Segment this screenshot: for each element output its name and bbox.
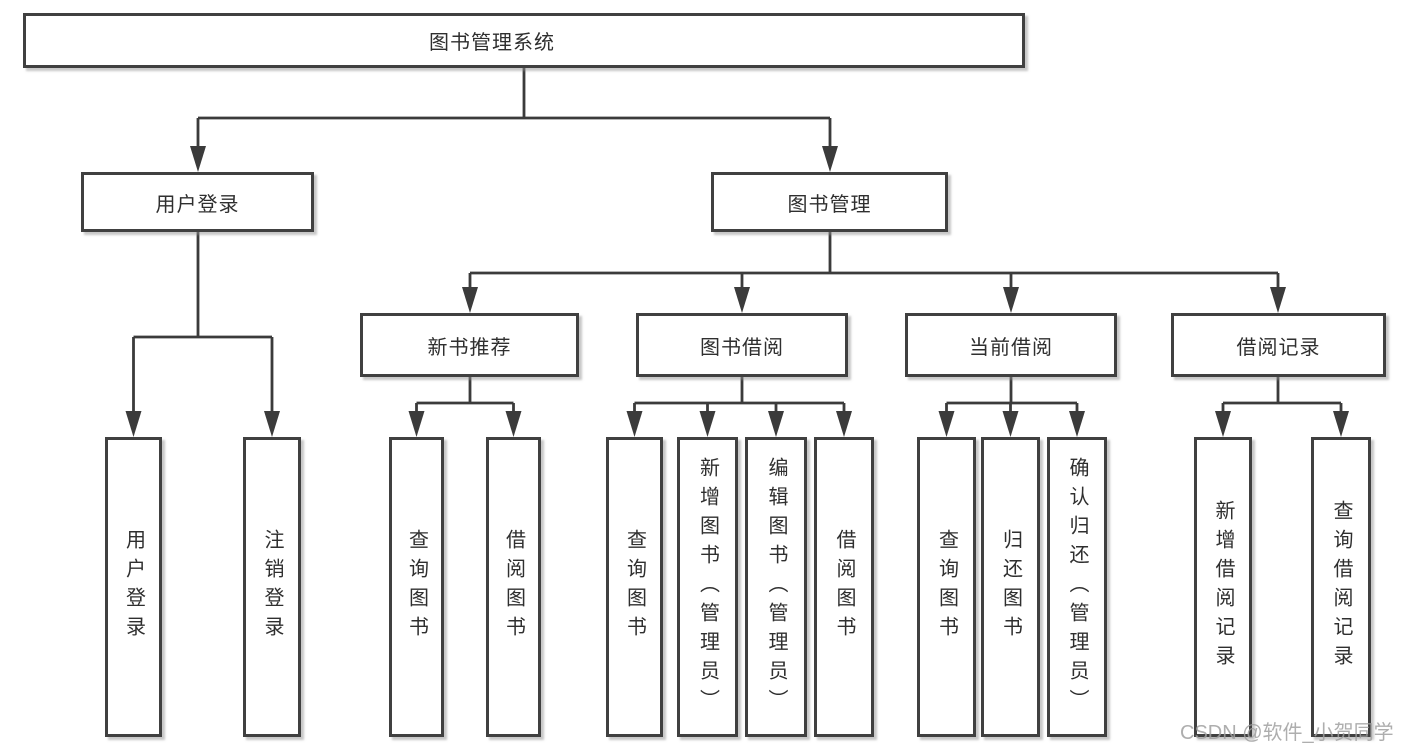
- leaf-query-borrow-record: 查询借阅记录: [1311, 437, 1371, 737]
- leaf-label: 新增图书（管理员）: [696, 456, 719, 718]
- node-user-login-module: 用户登录: [81, 172, 314, 232]
- node-book-borrowing: 图书借阅: [636, 313, 848, 377]
- leaf-label: 查询图书: [935, 529, 958, 645]
- leaf-query-books: 查询图书: [917, 437, 976, 737]
- node-label: 当前借阅: [969, 336, 1053, 359]
- leaf-label: 确认归还（管理员）: [1066, 456, 1088, 718]
- leaf-label: 归还图书: [999, 529, 1022, 645]
- node-label: 新书推荐: [427, 336, 512, 359]
- leaf-label: 用户登录: [122, 529, 145, 645]
- leaf-label: 查询图书: [405, 529, 428, 645]
- leaf-label: 查询借阅记录: [1330, 500, 1352, 674]
- node-label: 图书借阅: [700, 336, 784, 359]
- leaf-confirm-return-admin: 确认归还（管理员）: [1047, 437, 1107, 737]
- leaf-query-books: 查询图书: [606, 437, 663, 737]
- node-book-management-module: 图书管理: [711, 172, 948, 232]
- node-new-book-recommend: 新书推荐: [360, 313, 579, 377]
- node-label: 借阅记录: [1236, 336, 1321, 359]
- leaf-add-borrow-record: 新增借阅记录: [1194, 437, 1252, 737]
- leaf-label: 借阅图书: [502, 529, 525, 645]
- node-current-borrowing: 当前借阅: [905, 313, 1117, 377]
- node-root-label: 图书管理系统: [429, 32, 555, 54]
- leaf-user-login: 用户登录: [105, 437, 162, 737]
- node-borrowing-records: 借阅记录: [1171, 313, 1386, 377]
- leaf-label: 新增借阅记录: [1212, 500, 1234, 674]
- leaf-logout: 注销登录: [243, 437, 301, 737]
- leaf-label: 编辑图书（管理员）: [765, 456, 787, 718]
- leaf-query-books: 查询图书: [389, 437, 444, 737]
- leaf-label: 查询图书: [623, 529, 646, 645]
- leaf-borrow-books: 借阅图书: [486, 437, 541, 737]
- leaf-label: 注销登录: [261, 529, 283, 645]
- leaf-label: 借阅图书: [833, 529, 855, 645]
- leaf-add-book-admin: 新增图书（管理员）: [677, 437, 738, 737]
- node-label: 图书管理: [787, 193, 872, 216]
- csdn-watermark: CSDN @软件_小贺同学: [1180, 722, 1394, 744]
- leaf-return-books: 归还图书: [981, 437, 1040, 737]
- leaf-edit-book-admin: 编辑图书（管理员）: [745, 437, 807, 737]
- leaf-borrow-books: 借阅图书: [814, 437, 874, 737]
- node-label: 用户登录: [155, 193, 240, 216]
- node-root-system: 图书管理系统: [23, 13, 1025, 68]
